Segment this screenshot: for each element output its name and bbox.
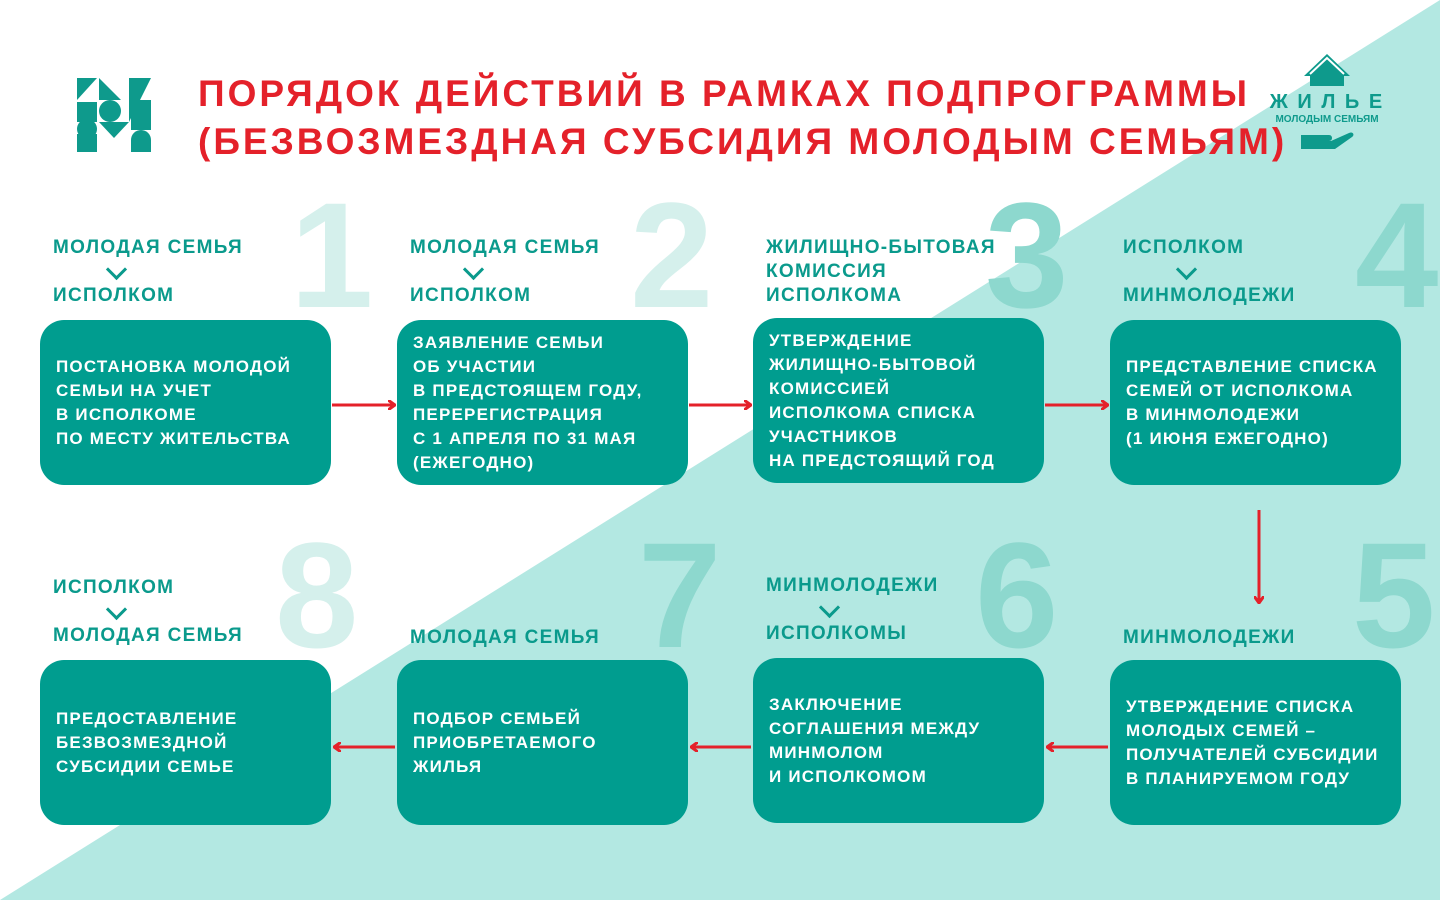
step-number: 6 — [975, 511, 1059, 679]
step-number: 5 — [1352, 511, 1436, 679]
step-text: Заявление семьи об участии в предстоящем… — [413, 332, 643, 472]
step-text: Постановка молодой семьи на учет в испол… — [56, 356, 292, 448]
step-text: Предоставление безвозмездной субсидии се… — [56, 708, 238, 776]
step-actors: ИсполкомМолодая семья — [53, 576, 243, 648]
step-text: Подбор семьей приобретаемого жилья — [413, 708, 597, 776]
step-box: Заявление семьи об участии в предстоящем… — [397, 320, 688, 485]
step-box: Представление списка семей от исполкома … — [1110, 320, 1401, 485]
step-number: 8 — [275, 511, 359, 679]
hand-icon — [1301, 132, 1354, 149]
step-box: Утверждение жилищно-бытовой комиссией ис… — [753, 318, 1044, 483]
step-actors: Жилищно-бытовая комиссия исполкома — [766, 236, 996, 308]
step-text: Утверждение списка молодых семей – получ… — [1126, 696, 1379, 788]
house-icon — [1304, 54, 1350, 86]
from-actor: Минмолодежи — [1123, 627, 1296, 648]
step-box: Подбор семьей приобретаемого жилья — [397, 660, 688, 825]
from-actor: Минмолодежи — [766, 575, 939, 596]
step-text: Заключение соглашения между минмолом и и… — [769, 694, 981, 786]
step-actors: МинмолодежиИсполкомы — [766, 574, 939, 646]
to-actor: Молодая семья — [53, 625, 243, 646]
to-actor: Исполкомы — [766, 623, 908, 644]
step-box: Предоставление безвозмездной субсидии се… — [40, 660, 331, 825]
step-actors: ИсполкомМинмолодежи — [1123, 236, 1296, 308]
step-actors: Молодая семьяИсполком — [53, 236, 243, 308]
from-actor: Исполком — [1123, 237, 1245, 258]
step-number: 7 — [638, 511, 722, 679]
step-actors: Молодая семьяИсполком — [410, 236, 600, 308]
step-actors: Минмолодежи — [1123, 626, 1296, 650]
page-title: ПОРЯДОК ДЕЙСТВИЙ В РАМКАХ ПОДПРОГРАММЫ(Б… — [198, 73, 1288, 162]
logo-m-icon — [77, 78, 151, 152]
to-actor: Исполком — [410, 285, 532, 306]
from-actor: Молодая семья — [410, 627, 600, 648]
from-actor: Молодая семья — [410, 237, 600, 258]
logo-zhilye: Ж И Л Ь Е МОЛОДЫМ СЕМЬЯМ — [1262, 52, 1392, 156]
step-actors: Молодая семья — [410, 626, 600, 650]
step-number: 1 — [290, 171, 374, 339]
to-actor: Исполком — [53, 285, 175, 306]
step-box: Постановка молодой семьи на учет в испол… — [40, 320, 331, 485]
from-actor: Молодая семья — [53, 237, 243, 258]
step-number: 4 — [1355, 171, 1439, 339]
from-actor: Исполком — [53, 577, 175, 598]
to-actor: Минмолодежи — [1123, 285, 1296, 306]
from-actor: Жилищно-бытовая комиссия исполкома — [766, 237, 996, 306]
step-box: Утверждение списка молодых семей – получ… — [1110, 660, 1401, 825]
step-number: 3 — [985, 171, 1069, 339]
step-box: Заключение соглашения между минмолом и и… — [753, 658, 1044, 823]
step-text: Представление списка семей от исполкома … — [1126, 356, 1378, 448]
step-number: 2 — [630, 171, 714, 339]
step-text: Утверждение жилищно-бытовой комиссией ис… — [769, 330, 995, 470]
